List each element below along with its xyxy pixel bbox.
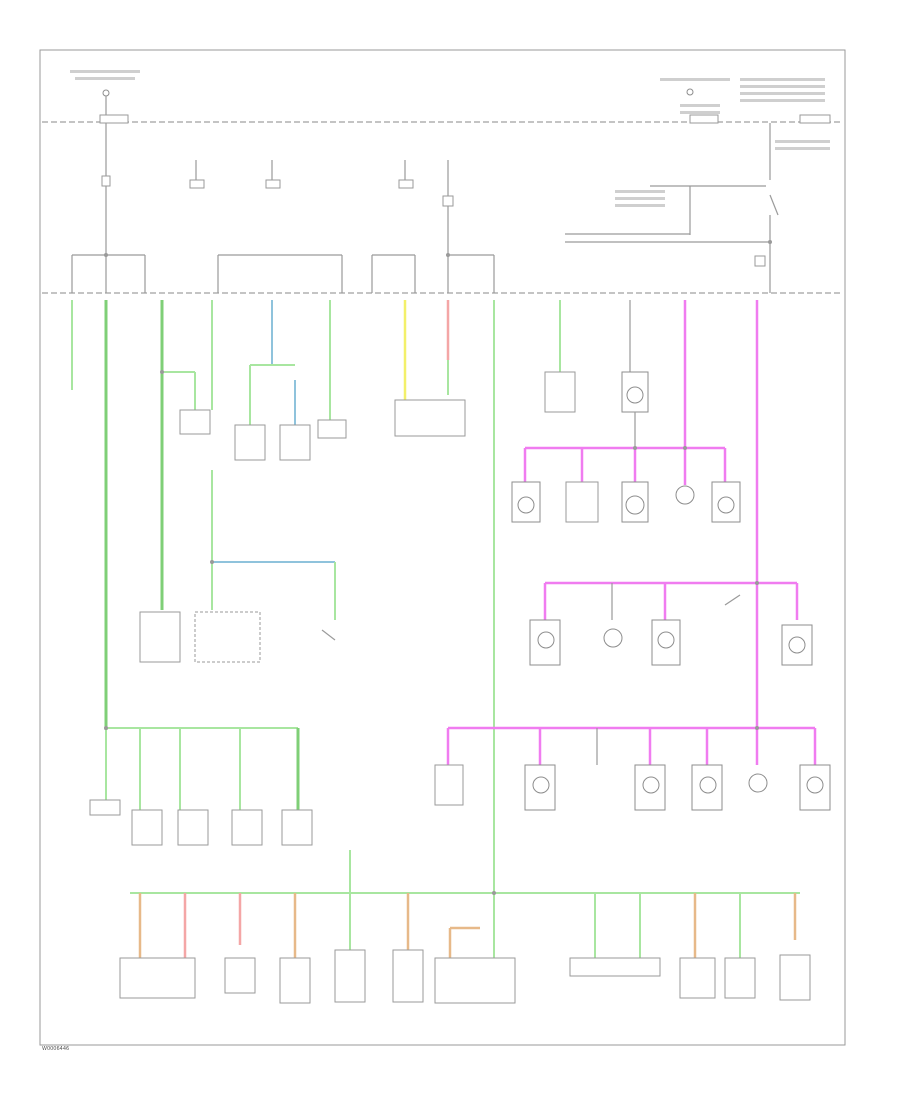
top-right-source (660, 78, 831, 150)
left-loads (139, 409, 347, 663)
lamp-row-1 (511, 481, 741, 523)
lamp-row-2 (529, 619, 813, 666)
diagram-frame (39, 49, 846, 1046)
bottom-loads (119, 949, 811, 1004)
fuse-group-center (371, 160, 495, 293)
right-module-1 (544, 371, 576, 413)
lamp-row-3 (434, 764, 831, 811)
lower-left-loads (89, 799, 313, 846)
junction-dots (104, 240, 772, 895)
center-module (394, 399, 466, 437)
top-left-source (70, 70, 140, 124)
right-feed-relay (565, 123, 779, 293)
fuse-group-middle (189, 160, 343, 293)
footer-code: W0006446 (42, 1046, 69, 1052)
fuse-left (101, 175, 111, 187)
